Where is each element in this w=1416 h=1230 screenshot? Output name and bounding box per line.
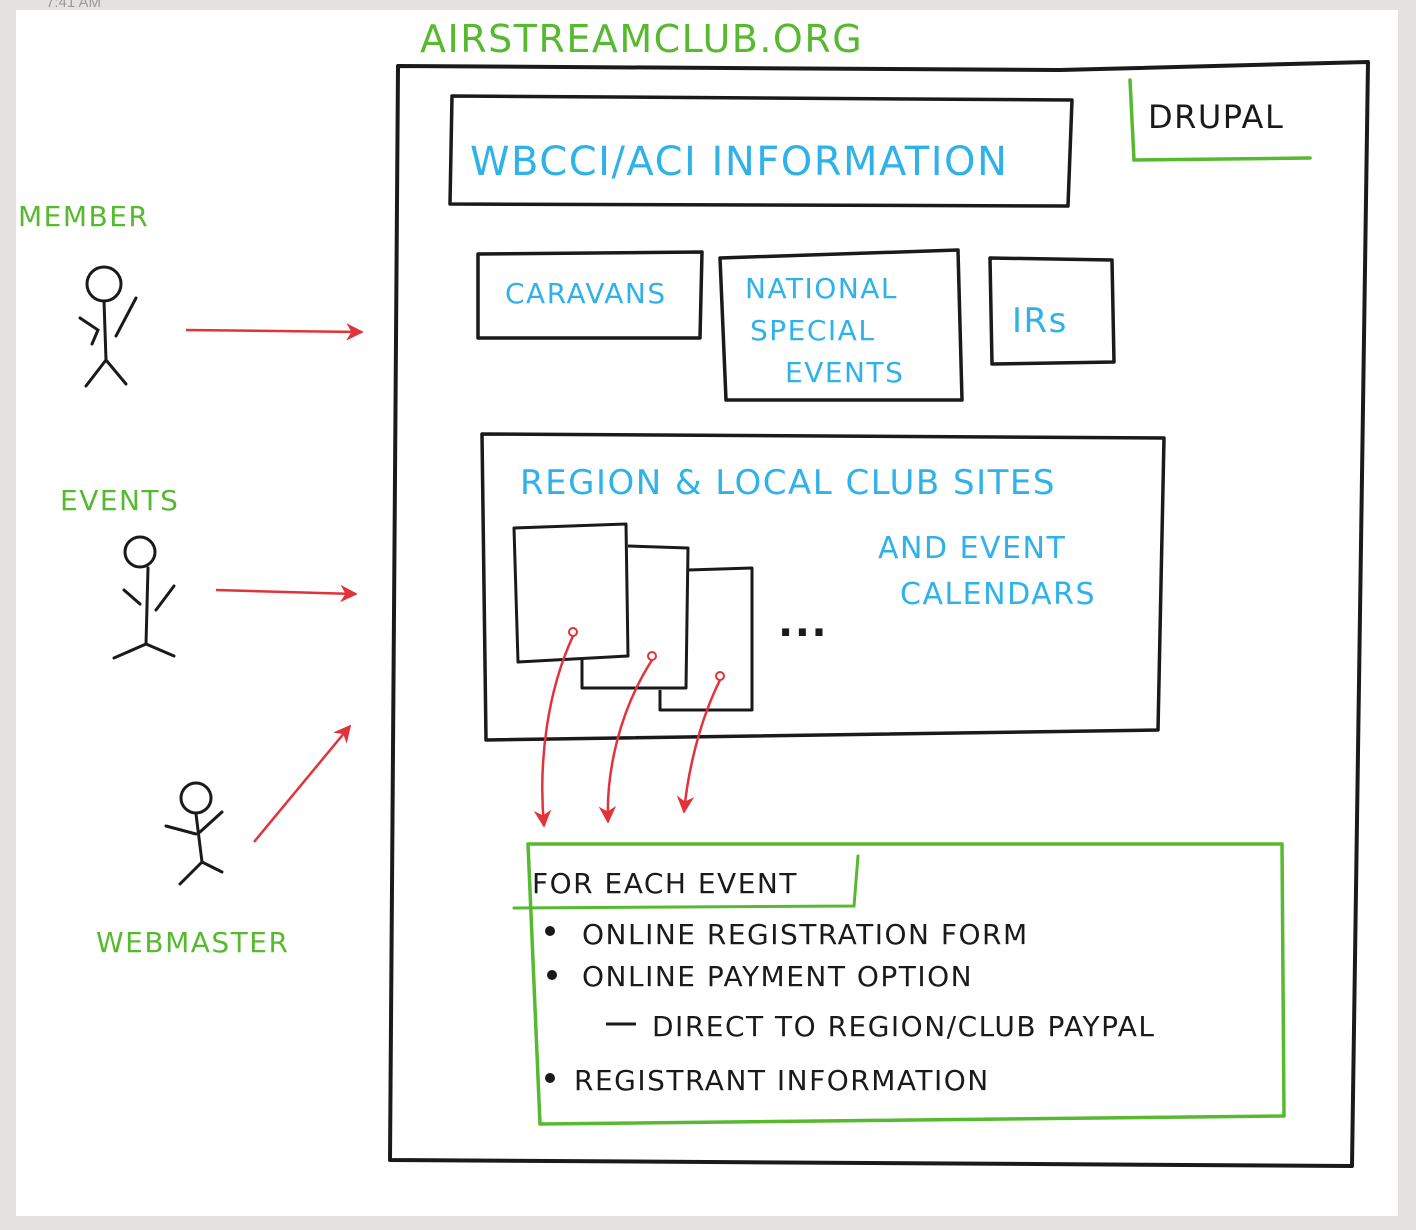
event-heading: FOR EACH EVENT bbox=[532, 867, 798, 900]
webmaster-arrow bbox=[253, 724, 352, 843]
event-box bbox=[526, 842, 1286, 1126]
event-item-2: ONLINE PAYMENT OPTION bbox=[582, 960, 973, 993]
info-box bbox=[448, 94, 1074, 208]
events-stick-figure bbox=[112, 535, 176, 660]
special-label: SPECIAL bbox=[750, 314, 875, 347]
national-special-events-box bbox=[718, 248, 964, 402]
events-actor-label: EVENTS bbox=[60, 484, 179, 517]
page-sketch-1 bbox=[512, 522, 630, 664]
region-subtitle-line2: CALENDARS bbox=[900, 577, 1096, 612]
page-sketch-2 bbox=[580, 544, 690, 690]
events-label: EVENTS bbox=[785, 356, 904, 389]
member-stick-figure bbox=[78, 265, 138, 388]
event-heading-bracket bbox=[512, 854, 860, 910]
drupal-bracket bbox=[1128, 78, 1312, 162]
arrow-page2-to-event bbox=[598, 659, 654, 824]
region-subtitle-line1: AND EVENT bbox=[878, 531, 1066, 566]
drupal-label: DRUPAL bbox=[1148, 98, 1284, 136]
event-item-4: REGISTRANT INFORMATION bbox=[574, 1064, 990, 1097]
bullet-1 bbox=[545, 926, 555, 936]
webmaster-stick-figure bbox=[164, 781, 224, 886]
arrow-page3-to-event bbox=[676, 679, 722, 814]
member-arrow bbox=[185, 323, 364, 341]
bullet-4 bbox=[545, 1073, 555, 1083]
event-item-3: DIRECT TO REGION/CLUB PAYPAL bbox=[652, 1010, 1155, 1043]
timestamp: 7:41 AM bbox=[46, 0, 102, 11]
more-sites-ellipsis: ... bbox=[778, 600, 828, 646]
site-title: AIRSTREAMCLUB.ORG bbox=[420, 17, 863, 61]
arrow-page1-to-event bbox=[533, 635, 575, 828]
event-item-1: ONLINE REGISTRATION FORM bbox=[582, 918, 1029, 951]
region-box bbox=[480, 432, 1166, 742]
region-title: REGION & LOCAL CLUB SITES bbox=[520, 463, 1056, 503]
events-arrow bbox=[215, 584, 358, 603]
national-label: NATIONAL bbox=[745, 272, 898, 305]
caravans-label: CARAVANS bbox=[505, 277, 667, 310]
info-box-label: WBCCI/ACI INFORMATION bbox=[470, 139, 1008, 185]
irs-box bbox=[988, 256, 1116, 366]
irs-label: IRs bbox=[1012, 301, 1068, 341]
caravans-box bbox=[476, 250, 704, 340]
bullet-2 bbox=[547, 970, 557, 980]
whiteboard-sheet bbox=[16, 10, 1398, 1216]
webmaster-label: WEBMASTER bbox=[96, 926, 289, 959]
member-label: MEMBER bbox=[18, 200, 149, 233]
page-sketch-3 bbox=[658, 566, 754, 712]
main-site-frame bbox=[388, 60, 1370, 1168]
